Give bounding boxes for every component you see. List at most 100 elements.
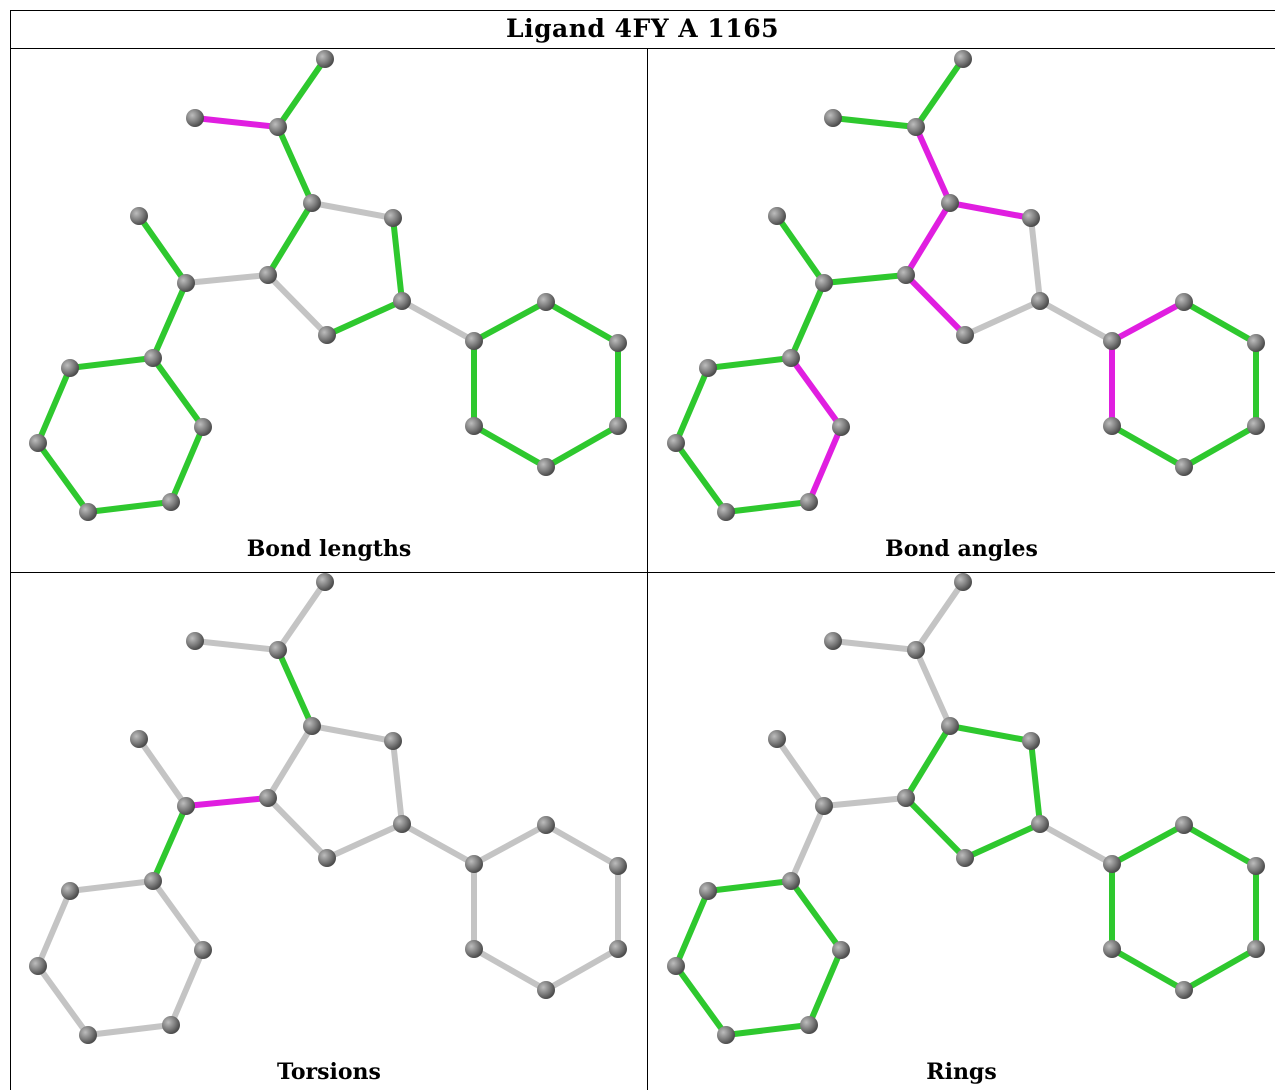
bond-none <box>183 272 271 286</box>
bond-none <box>192 638 281 653</box>
bond-none <box>136 736 189 809</box>
bond-good <box>471 299 549 344</box>
bond-good <box>1028 738 1043 827</box>
atom <box>1247 940 1265 958</box>
bond-good <box>947 723 1034 744</box>
bond-none <box>309 723 396 744</box>
bond-good <box>673 440 729 515</box>
atom <box>177 274 195 292</box>
bond-none <box>788 803 827 884</box>
atom <box>832 418 850 436</box>
bond-good <box>774 213 827 286</box>
molecule-rings <box>667 573 1265 1044</box>
bond-none <box>67 878 156 894</box>
atom <box>186 632 204 650</box>
atom <box>897 789 915 807</box>
atom <box>393 292 411 310</box>
atom <box>1031 292 1049 310</box>
figure-title: Ligand 4FY A 1165 <box>506 14 779 43</box>
atom <box>1103 940 1121 958</box>
atom <box>29 434 47 452</box>
atom <box>162 493 180 511</box>
bond-outlier <box>806 424 844 505</box>
bond-none <box>913 579 966 653</box>
atom <box>177 797 195 815</box>
bond-outlier <box>947 200 1034 221</box>
atom <box>194 941 212 959</box>
bond-outlier <box>903 272 968 338</box>
atom <box>259 789 277 807</box>
grid-border-left <box>10 10 11 1090</box>
bond-good <box>168 424 206 505</box>
panel-caption: Bond lengths <box>246 536 412 562</box>
atom <box>782 349 800 367</box>
bond-none <box>830 638 919 653</box>
bond-none <box>821 795 909 809</box>
bond-good <box>1109 423 1187 470</box>
atom <box>800 493 818 511</box>
bond-none <box>265 272 330 338</box>
atom <box>1175 458 1193 476</box>
atom <box>907 641 925 659</box>
atom <box>1031 815 1049 833</box>
bond-good <box>913 56 966 130</box>
atom <box>815 797 833 815</box>
atom <box>609 857 627 875</box>
bond-none <box>471 822 549 867</box>
bond-good <box>903 795 968 861</box>
bond-good <box>1109 946 1187 993</box>
bond-good <box>136 213 189 286</box>
bond-good <box>265 200 315 278</box>
bond-good <box>324 298 405 338</box>
atom <box>537 981 555 999</box>
atom <box>1103 332 1121 350</box>
column-divider <box>647 48 648 1090</box>
bond-none <box>543 946 621 993</box>
atom <box>717 1026 735 1044</box>
bond-outlier <box>913 124 953 206</box>
bond-none <box>324 821 405 861</box>
panel-caption: Torsions <box>277 1059 381 1085</box>
atom <box>941 194 959 212</box>
atom <box>303 717 321 735</box>
panel-caption: Rings <box>926 1059 997 1085</box>
bond-none <box>399 821 477 867</box>
atom <box>941 717 959 735</box>
bond-good <box>85 499 174 515</box>
bond-good <box>543 423 621 470</box>
bond-good <box>723 1022 812 1038</box>
atom <box>269 118 287 136</box>
bond-none <box>85 1022 174 1038</box>
atom <box>824 632 842 650</box>
bond-none <box>35 888 73 969</box>
bond-good <box>723 499 812 515</box>
bond-good <box>35 365 73 446</box>
bond-none <box>1037 298 1115 344</box>
atom <box>61 882 79 900</box>
panel-bond-angles: Bond angles <box>648 49 1275 572</box>
atom <box>318 326 336 344</box>
bond-good <box>673 365 711 446</box>
bond-none <box>265 723 315 801</box>
bond-good <box>788 280 827 361</box>
bond-outlier <box>1109 299 1187 344</box>
atom <box>162 1016 180 1034</box>
atom <box>768 207 786 225</box>
bond-good <box>150 280 189 361</box>
atom <box>1022 732 1040 750</box>
row-divider <box>10 572 1275 573</box>
atom <box>768 730 786 748</box>
atom <box>465 417 483 435</box>
atom <box>1247 417 1265 435</box>
bond-good <box>543 299 621 346</box>
atom <box>1247 857 1265 875</box>
atom <box>316 573 334 591</box>
atom <box>259 266 277 284</box>
atom <box>384 732 402 750</box>
atom <box>956 326 974 344</box>
atom <box>800 1016 818 1034</box>
atom <box>1022 209 1040 227</box>
bond-good <box>67 355 156 371</box>
atom <box>954 573 972 591</box>
atom <box>1175 981 1193 999</box>
